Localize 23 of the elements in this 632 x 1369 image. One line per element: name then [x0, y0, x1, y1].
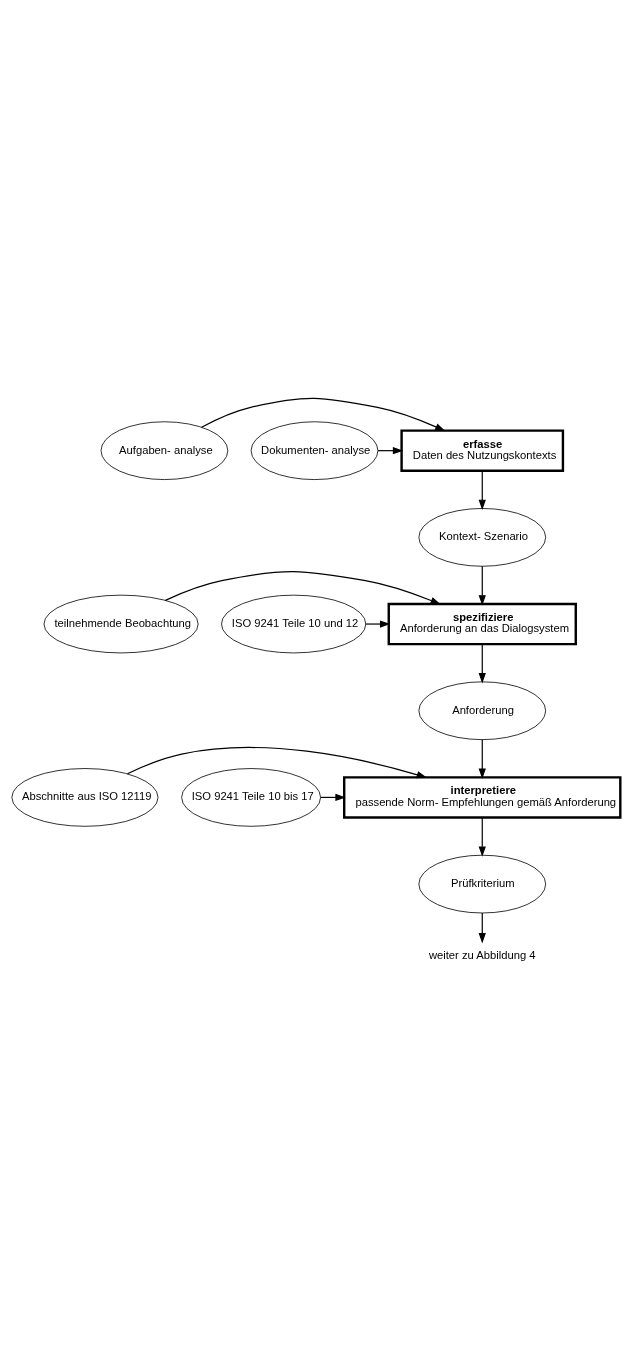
- arrow: [126, 746, 428, 779]
- arrow: [478, 470, 486, 511]
- arrow: [164, 571, 441, 605]
- node-ellipse: Aufgaben- analyse: [100, 421, 229, 480]
- node-box: spezifiziere Anforderung an das Dialogsystem: [387, 602, 577, 646]
- arrow: [478, 643, 486, 684]
- arrow: [478, 565, 486, 606]
- node-text: weiter zu Abbildung 4: [428, 949, 536, 962]
- node-ellipse: ISO 9241 Teile 10 bis 17: [181, 768, 321, 827]
- node-ellipse: Kontext- Szenario: [418, 508, 547, 567]
- node-ellipse: Dokumenten- analyse: [250, 421, 379, 480]
- arrow: [478, 816, 486, 857]
- node-ellipse: Prüfkriterium: [418, 854, 547, 914]
- arrow: [478, 739, 486, 779]
- arrow: [201, 397, 446, 432]
- node-ellipse: Abschnitte aus ISO 12119: [11, 768, 159, 827]
- node-ellipse: Anforderung: [418, 681, 547, 741]
- arrow: [478, 912, 486, 944]
- node-ellipse: teilnehmende Beobachtung: [43, 594, 199, 654]
- node-ellipse: ISO 9241 Teile 10 und 12: [221, 594, 367, 654]
- node-box: interpretiere passende Norm- Empfehlungen gemäß Anforderung: [343, 776, 622, 819]
- arrow: [365, 620, 391, 628]
- node-box: erfasse Daten des Nutzungskontexts: [400, 429, 565, 472]
